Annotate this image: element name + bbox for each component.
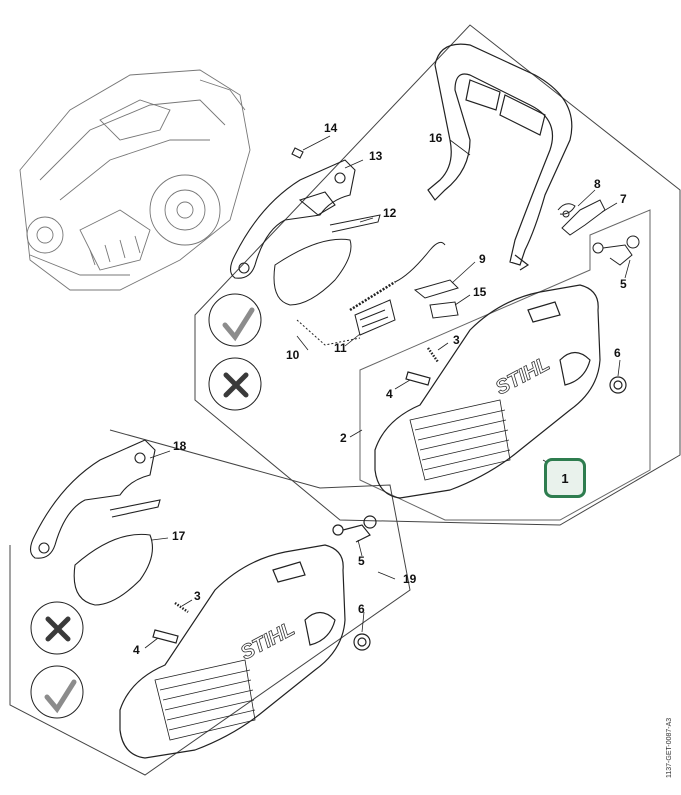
document-code: 1137-GET-0087-A3 xyxy=(666,717,673,778)
callout-3-upper: 3 xyxy=(453,333,460,347)
callout-13: 13 xyxy=(369,149,383,163)
callout-18: 18 xyxy=(173,439,187,453)
callout-17: 17 xyxy=(172,529,186,543)
check-mark-icon xyxy=(222,307,255,342)
callout-7: 7 xyxy=(620,192,627,206)
callout-3-lower: 3 xyxy=(194,589,201,603)
tensioner-parts xyxy=(273,214,459,346)
brand-logo-lower: STIHL xyxy=(237,618,298,665)
callout-15: 15 xyxy=(473,285,487,299)
inspection-icons-lower xyxy=(30,601,84,719)
callout-8: 8 xyxy=(594,177,601,191)
callout-5-lower: 5 xyxy=(358,554,365,568)
callout-11: 11 xyxy=(334,341,347,355)
callout-19: 19 xyxy=(403,572,417,586)
hand-guard-drawing xyxy=(427,43,573,271)
brake-assembly-lower xyxy=(29,439,161,606)
sprocket-cover-panel xyxy=(359,209,651,521)
sprocket-cover-upper xyxy=(374,284,627,499)
callout-6-lower: 6 xyxy=(358,602,365,616)
callout-5-upper: 5 xyxy=(620,277,627,291)
callout-6-upper: 6 xyxy=(614,346,621,360)
callout-2: 2 xyxy=(340,431,347,445)
callout-14: 14 xyxy=(324,121,338,135)
lower-group-outline xyxy=(9,429,411,776)
callout-12: 12 xyxy=(383,206,397,220)
callout-1-highlight[interactable]: 1 xyxy=(544,458,586,498)
callout-4-upper: 4 xyxy=(386,387,393,401)
cross-mark-icon xyxy=(45,616,71,642)
callout-9: 9 xyxy=(479,252,486,266)
small-parts-upper xyxy=(557,199,640,266)
leader-lines xyxy=(144,135,631,649)
inspection-icons-upper xyxy=(208,293,262,411)
brand-logo-upper: STIHL xyxy=(492,353,553,400)
callout-16: 16 xyxy=(429,131,443,145)
upper-group-outline xyxy=(194,24,681,526)
sprocket-cover-lower xyxy=(119,515,377,759)
callout-4-lower: 4 xyxy=(133,643,140,657)
check-mark-icon xyxy=(44,679,77,714)
callout-10: 10 xyxy=(286,348,300,362)
powerhead-drawing xyxy=(19,69,251,291)
cross-mark-icon xyxy=(223,372,249,398)
brake-assembly-upper xyxy=(229,147,356,279)
